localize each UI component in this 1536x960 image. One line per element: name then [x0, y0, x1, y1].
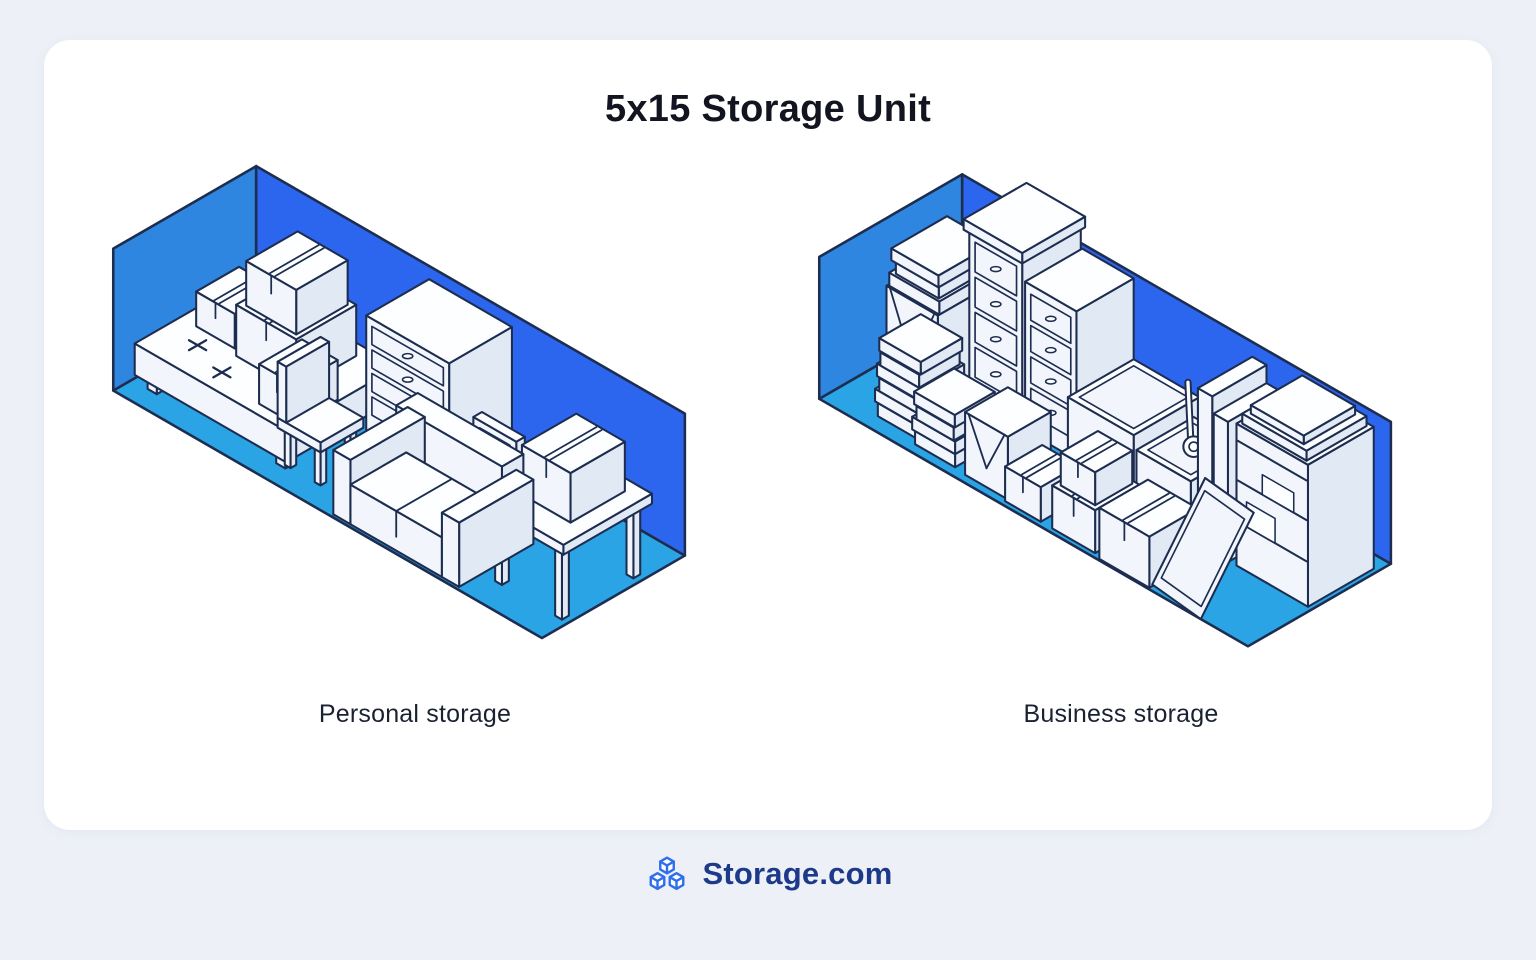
figure-business: Business storage — [791, 143, 1451, 729]
brand-text: Storage.com — [702, 856, 893, 891]
figures-row: Personal storage Business storage — [70, 143, 1466, 729]
business-storage-illustration — [817, 173, 1393, 648]
personal-storage-illustration — [111, 164, 687, 640]
footer-logo: Storage.com — [644, 855, 893, 893]
infographic-card: 5x15 Storage Unit Personal storage Busin… — [44, 40, 1492, 830]
caption-business: Business storage — [1023, 700, 1219, 728]
caption-personal: Personal storage — [318, 700, 512, 728]
figure-personal: Personal storage — [85, 143, 745, 729]
cubes-logo-icon — [649, 856, 684, 890]
page-title: 5x15 Storage Unit — [604, 88, 932, 130]
